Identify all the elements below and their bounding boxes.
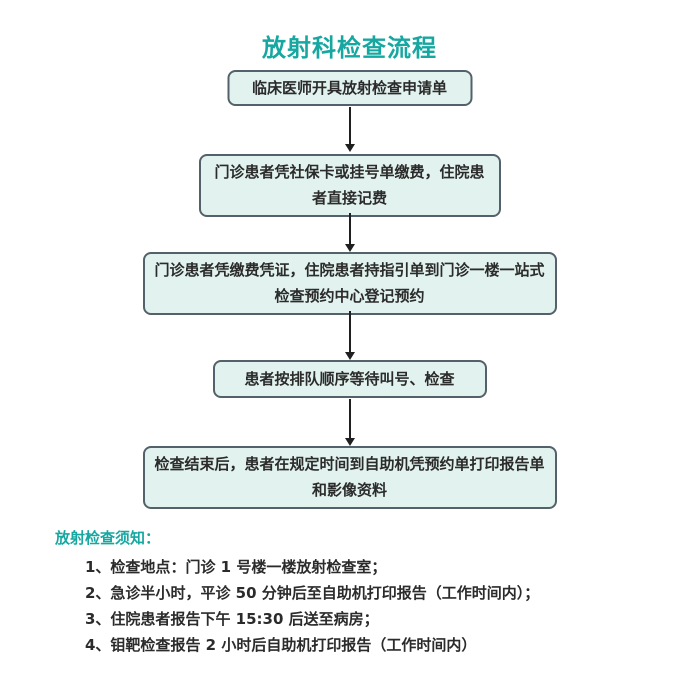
flow-step-print-report: 检查结束后，患者在规定时间到自助机凭预约单打印报告单和影像资料 bbox=[142, 446, 557, 509]
note-item-report-time: 2、急诊半小时，平诊 50 分钟后至自助机打印报告（工作时间内）； bbox=[85, 584, 540, 602]
arrow-down-icon bbox=[348, 399, 351, 438]
arrow-down-icon bbox=[348, 311, 351, 352]
note-item-location: 1、检查地点：门诊 1 号楼一楼放射检查室； bbox=[85, 558, 387, 576]
note-item-mammography-report: 4、钼靶检查报告 2 小时后自助机打印报告（工作时间内） bbox=[85, 636, 477, 654]
flow-step-queue-exam: 患者按排队顺序等待叫号、检查 bbox=[212, 360, 487, 398]
flow-step-label: 门诊患者凭社保卡或挂号单缴费，住院患者直接记费 bbox=[214, 163, 485, 208]
flow-step-label: 患者按排队顺序等待叫号、检查 bbox=[244, 369, 455, 388]
page-title: 放射科检查流程 bbox=[262, 34, 437, 62]
notes-section: 放射检查须知： 1、检查地点：门诊 1 号楼一楼放射检查室； 2、急诊半小时，平… bbox=[55, 527, 669, 658]
notes-heading: 放射检查须知： bbox=[55, 529, 161, 547]
flow-step-payment: 门诊患者凭社保卡或挂号单缴费，住院患者直接记费 bbox=[198, 154, 501, 217]
arrow-down-icon bbox=[348, 213, 351, 244]
flow-step-appointment-registration: 门诊患者凭缴费凭证，住院患者持指引单到门诊一楼一站式检查预约中心登记预约 bbox=[142, 252, 557, 315]
arrow-down-icon bbox=[348, 107, 351, 144]
note-item-inpatient-report: 3、住院患者报告下午 15:30 后送至病房； bbox=[85, 610, 379, 628]
flow-step-label: 临床医师开具放射检查申请单 bbox=[251, 79, 447, 97]
flow-step-label: 门诊患者凭缴费凭证，住院患者持指引单到门诊一楼一站式检查预约中心登记预约 bbox=[154, 261, 545, 306]
flow-step-doctor-order: 临床医师开具放射检查申请单 bbox=[227, 70, 472, 107]
flow-step-label: 检查结束后，患者在规定时间到自助机凭预约单打印报告单和影像资料 bbox=[154, 455, 545, 500]
